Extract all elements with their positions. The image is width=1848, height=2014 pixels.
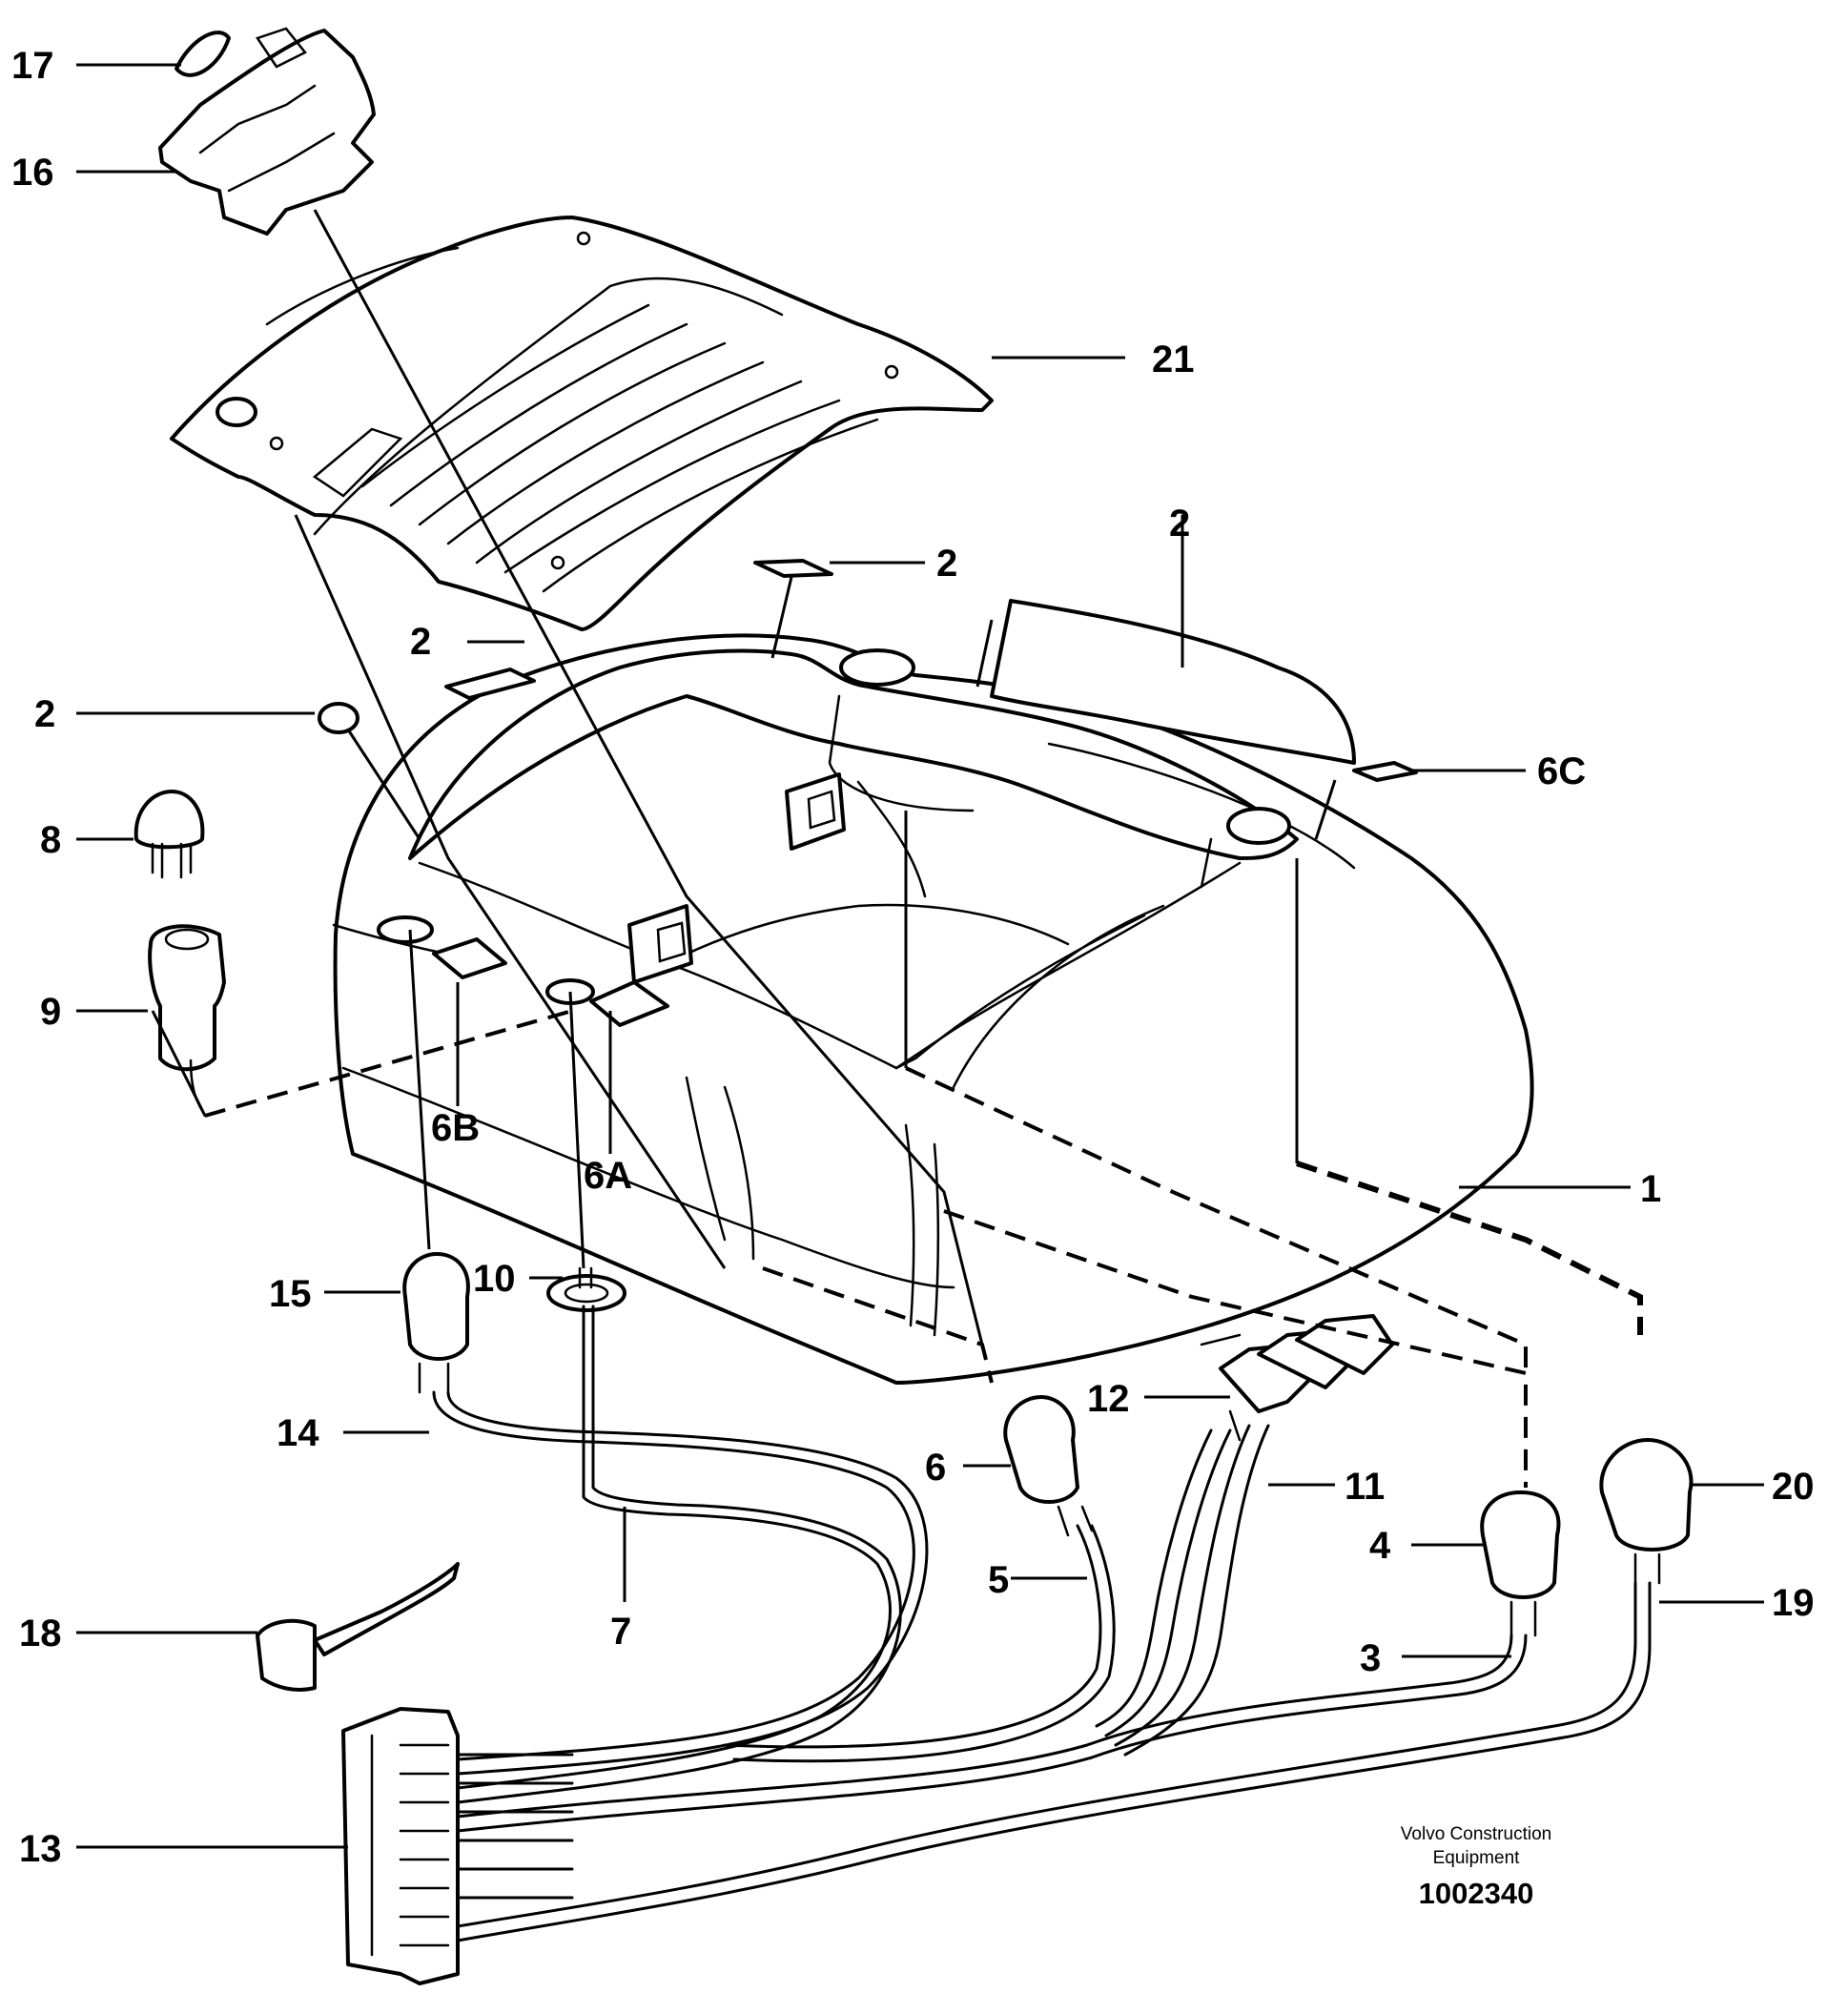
callout-leaders	[76, 63, 1764, 1849]
callout-6a: 6A	[584, 1155, 632, 1197]
main-connector	[341, 1707, 460, 1985]
callout-2-mid: 2	[410, 621, 431, 663]
callout-5: 5	[988, 1559, 1009, 1601]
callout-15: 15	[269, 1273, 312, 1315]
callout-10: 10	[473, 1258, 516, 1300]
callout-1: 1	[1640, 1168, 1661, 1210]
instrument-cover	[170, 216, 994, 631]
callout-2-top: 2	[936, 543, 957, 585]
switch-module	[158, 27, 376, 236]
footer-drawing-number: 1002340	[1419, 1877, 1534, 1910]
callout-8: 8	[40, 819, 61, 861]
callout-14: 14	[277, 1412, 319, 1454]
callout-12: 12	[1087, 1378, 1130, 1420]
callout-17: 17	[11, 45, 54, 87]
callout-4: 4	[1369, 1525, 1391, 1567]
callout-6: 6	[925, 1447, 946, 1489]
multi-connector	[1200, 1314, 1394, 1442]
wiring-harness	[432, 1305, 1652, 1942]
assembly-lines	[151, 209, 1337, 1346]
lamp-socket	[133, 790, 226, 1118]
callout-2-left: 2	[34, 693, 55, 735]
callout-6b: 6B	[431, 1107, 480, 1149]
footer-company-line2: Equipment	[1433, 1848, 1521, 1868]
decal-2a	[753, 559, 833, 578]
decal-6c	[1352, 761, 1418, 782]
callout-13: 13	[19, 1828, 62, 1870]
callout-9: 9	[40, 991, 61, 1033]
callout-labels: 17 16 21 2 2 2 2 6C 8 9 6B 6A 1 15 10 14…	[11, 45, 1815, 1870]
callout-2-right: 2	[1169, 503, 1190, 545]
footer: Volvo Construction Equipment 1002340	[1401, 1824, 1551, 1910]
decal-2b	[444, 668, 536, 700]
callout-20: 20	[1772, 1466, 1815, 1508]
callout-18: 18	[19, 1613, 62, 1654]
callout-7: 7	[610, 1611, 631, 1653]
indicator-lamps	[402, 1252, 1694, 1637]
callout-16: 16	[11, 152, 54, 194]
washer-2c	[318, 702, 359, 734]
grommet	[546, 1266, 626, 1312]
callout-3: 3	[1360, 1637, 1381, 1679]
cable-tie	[256, 1562, 460, 1692]
callout-21: 21	[1152, 339, 1195, 380]
callout-19: 19	[1772, 1582, 1815, 1624]
footer-company-line1: Volvo Construction	[1401, 1824, 1551, 1844]
console-housing	[332, 599, 1534, 1385]
callout-6c: 6C	[1537, 750, 1586, 792]
decals	[318, 559, 1418, 782]
callout-11: 11	[1345, 1466, 1385, 1508]
